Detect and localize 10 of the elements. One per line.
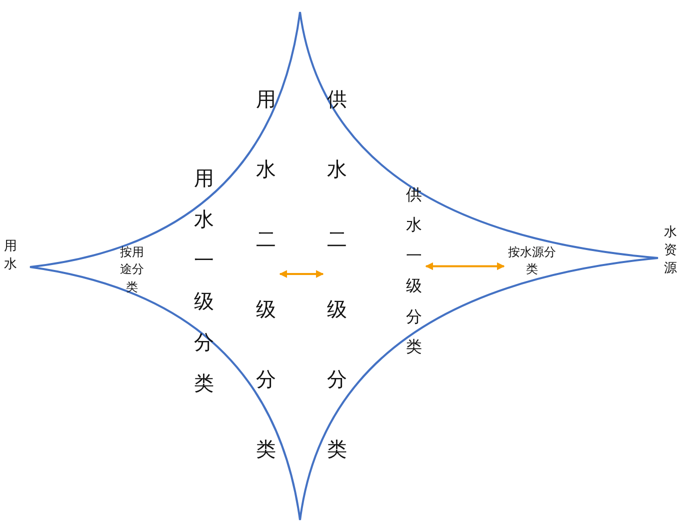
double-arrow	[425, 262, 505, 270]
category-label: 用水二级分类	[256, 64, 276, 484]
category-label: 用水一级分类	[194, 158, 214, 404]
category-label: 按水源分类	[508, 244, 556, 279]
category-label: 用水	[4, 238, 17, 274]
category-label: 水资源	[664, 224, 677, 279]
double-arrow	[279, 270, 324, 278]
category-label: 按用途分类	[120, 244, 144, 296]
category-label: 供水二级分类	[327, 64, 347, 484]
category-label: 供水一级分类	[406, 180, 422, 362]
